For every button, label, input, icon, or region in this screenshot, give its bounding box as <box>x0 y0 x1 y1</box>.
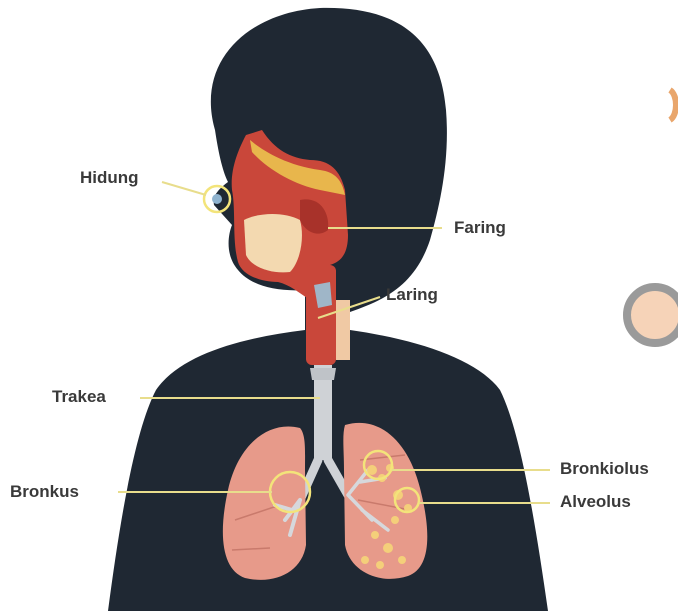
label-bronkus: Bronkus <box>10 482 79 502</box>
label-hidung: Hidung <box>80 168 139 188</box>
hidung-leader <box>162 182 206 195</box>
label-faring: Faring <box>454 218 506 238</box>
label-trakea: Trakea <box>52 387 106 407</box>
decorative-circle <box>627 90 678 343</box>
label-bronkiolus: Bronkiolus <box>560 459 649 479</box>
label-laring: Laring <box>386 285 438 305</box>
nose-tip <box>212 194 222 204</box>
label-alveolus: Alveolus <box>560 492 631 512</box>
